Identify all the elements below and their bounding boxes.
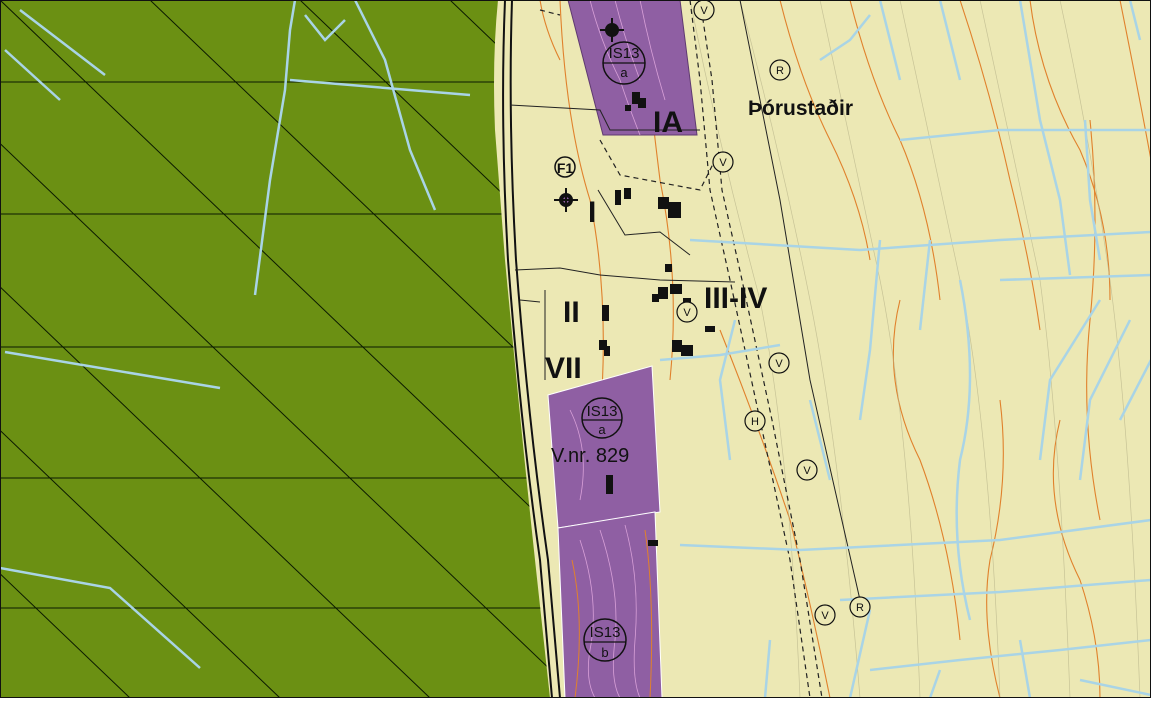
- zones: [547, 0, 698, 699]
- zone-circle-upper[interactable]: IS13 a: [602, 41, 646, 85]
- building[interactable]: [658, 197, 669, 209]
- zone-code: IS13: [609, 45, 640, 62]
- zone-middle[interactable]: [547, 365, 661, 529]
- v-marker-label: V: [719, 157, 727, 169]
- v-marker-label: V: [803, 465, 811, 477]
- zone-code: IS13: [590, 624, 621, 641]
- building[interactable]: [638, 98, 646, 108]
- building[interactable]: [705, 326, 715, 332]
- v-marker-label: V: [775, 358, 783, 370]
- building[interactable]: [625, 105, 631, 111]
- tracks: [539, 0, 823, 699]
- v-marker[interactable]: V: [693, 0, 715, 21]
- building[interactable]: [652, 294, 659, 302]
- building[interactable]: [602, 305, 609, 321]
- building[interactable]: [668, 202, 681, 218]
- r-marker[interactable]: R: [769, 59, 791, 81]
- farmland-fill[interactable]: [0, 0, 560, 698]
- zone-sub: a: [620, 65, 628, 80]
- building[interactable]: [658, 287, 668, 299]
- zone-contours: [569, 0, 666, 699]
- symbol-markers: V R V V V H V V R: [676, 0, 871, 626]
- streams: [659, 0, 1151, 699]
- building[interactable]: [681, 345, 693, 356]
- zone-sub: b: [601, 645, 608, 660]
- zone-contours-orange: [571, 529, 653, 699]
- building-label-iii-iv: III-IV: [704, 282, 767, 315]
- building[interactable]: [665, 264, 672, 272]
- f1-label: F1: [557, 160, 574, 176]
- farm-name-label: Þórustaðir: [748, 97, 853, 120]
- v-marker-label: V: [700, 5, 708, 17]
- zone-circle-middle[interactable]: IS13 a: [581, 397, 623, 439]
- f1-marker[interactable]: F1: [554, 156, 576, 178]
- road-label: V.nr. 829: [551, 445, 629, 467]
- building[interactable]: [624, 188, 631, 199]
- v-marker[interactable]: V: [796, 459, 818, 481]
- building[interactable]: [632, 92, 640, 104]
- v-marker-label: V: [821, 610, 829, 622]
- h-marker-label: H: [751, 416, 759, 428]
- building-label-ii: II: [563, 296, 580, 329]
- r-marker-label: R: [776, 65, 784, 77]
- zone-sub: a: [598, 422, 606, 437]
- v-marker[interactable]: V: [814, 604, 836, 626]
- building[interactable]: [604, 346, 610, 356]
- v-marker-label: V: [683, 307, 691, 319]
- labels: Þórustaðir IA I II III-IV VII V.nr. 829: [545, 97, 853, 467]
- monument-marker-upper[interactable]: [600, 18, 624, 42]
- v-marker[interactable]: V: [676, 301, 698, 323]
- r-marker-label: R: [856, 602, 864, 614]
- main-road: [502, 0, 561, 699]
- h-marker[interactable]: H: [744, 410, 766, 432]
- building-label-ia: IA: [653, 106, 683, 139]
- building[interactable]: [648, 540, 658, 546]
- r-marker[interactable]: R: [849, 596, 871, 618]
- farmland-streams: [0, 0, 471, 669]
- building[interactable]: [672, 340, 682, 352]
- v-marker[interactable]: V: [768, 352, 790, 374]
- building[interactable]: [670, 284, 682, 294]
- building[interactable]: [606, 475, 613, 494]
- contour-lines: [539, 0, 1151, 699]
- building-label-i: I: [588, 196, 596, 229]
- building[interactable]: [599, 340, 607, 350]
- monument-marker-f1[interactable]: [554, 188, 578, 212]
- v-marker[interactable]: V: [712, 151, 734, 173]
- building-label-vii: VII: [545, 352, 582, 385]
- minor-contours: [689, 0, 1141, 699]
- zone-circle-lower[interactable]: IS13 b: [583, 618, 627, 662]
- property-lines: [509, 0, 861, 601]
- zone-code: IS13: [587, 403, 618, 420]
- building[interactable]: [615, 190, 621, 205]
